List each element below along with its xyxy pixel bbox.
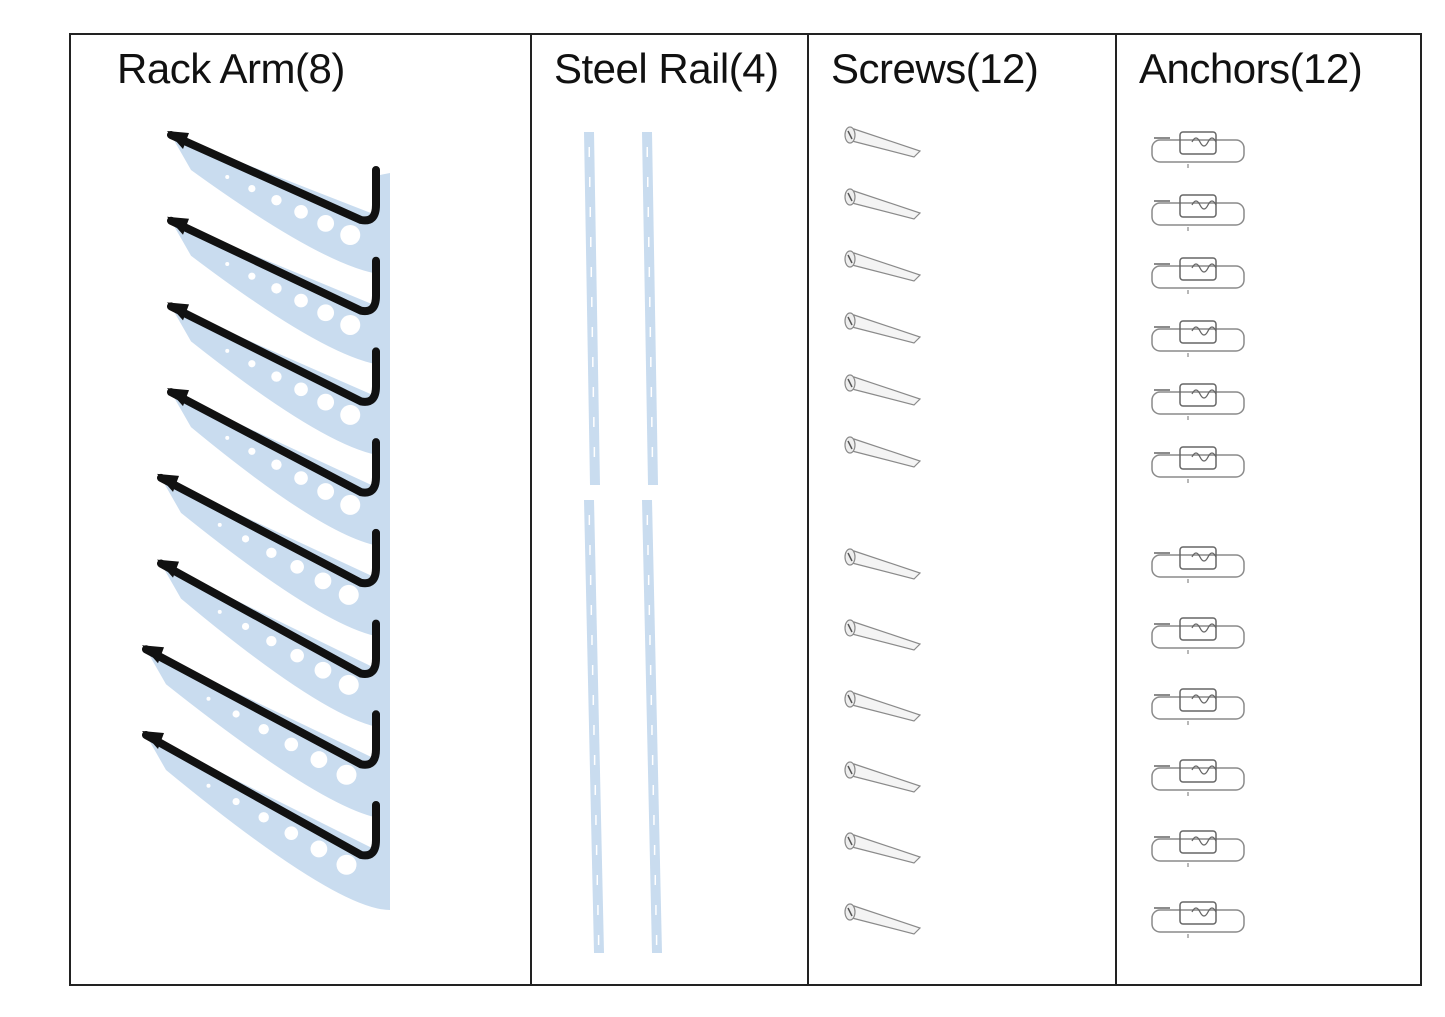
- screw-icon: [844, 250, 922, 282]
- anchor-icon: [1151, 617, 1245, 654]
- screw-icon: [844, 312, 922, 344]
- anchor-icon: [1151, 759, 1245, 796]
- column-anchors: Anchors(12): [1117, 35, 1420, 984]
- anchor-icon: [1151, 901, 1245, 938]
- rack-arm-icon: [157, 559, 390, 729]
- anchor-icon: [1151, 446, 1245, 483]
- screw-icon: [844, 619, 922, 651]
- steel-rail-icon: [642, 500, 662, 953]
- column-rack-arm: Rack Arm(8): [71, 35, 532, 984]
- screw-icon: [844, 548, 922, 580]
- anchor-icon: [1151, 131, 1245, 168]
- rack-arm-illustration: [142, 131, 390, 910]
- rack-arm-icon: [167, 388, 390, 548]
- column-header-anchors: Anchors(12): [1139, 45, 1363, 92]
- rack-arm-icon: [142, 731, 390, 910]
- column-header-screws: Screws(12): [831, 45, 1039, 92]
- steel-rail-icon: [584, 132, 600, 485]
- screw-icon: [844, 126, 922, 158]
- steel-rail-icon: [642, 132, 658, 485]
- column-header-rack-arm: Rack Arm(8): [117, 45, 345, 92]
- screw-icon: [844, 761, 922, 793]
- column-header-steel-rail: Steel Rail(4): [554, 45, 779, 92]
- anchor-icon: [1151, 830, 1245, 867]
- screw-icon: [844, 903, 922, 935]
- anchor-icon: [1151, 688, 1245, 725]
- screw-icon: [844, 436, 922, 468]
- steel-rail-illustration: [584, 132, 662, 953]
- anchor-icon: [1151, 546, 1245, 583]
- rack-arm-icon: [167, 216, 390, 366]
- parts-list-table: Rack Arm(8) Steel Rail(4) Screws(12) Anc…: [69, 33, 1422, 986]
- column-steel-rail: Steel Rail(4): [532, 35, 809, 984]
- anchor-icon: [1151, 320, 1245, 357]
- column-screws: Screws(12): [809, 35, 1117, 984]
- anchor-icon: [1151, 194, 1245, 231]
- rack-arm-icon: [157, 473, 390, 638]
- screw-icon: [844, 188, 922, 220]
- screw-icon: [844, 832, 922, 864]
- steel-rail-icon: [584, 500, 604, 953]
- screw-icon: [844, 374, 922, 406]
- anchors-illustration: [1151, 131, 1245, 938]
- rack-arm-icon: [167, 302, 390, 457]
- anchor-icon: [1151, 383, 1245, 420]
- rack-arm-icon: [142, 645, 390, 820]
- anchor-icon: [1151, 257, 1245, 294]
- screws-illustration: [844, 126, 922, 935]
- rack-arm-icon: [167, 131, 390, 275]
- screw-icon: [844, 690, 922, 722]
